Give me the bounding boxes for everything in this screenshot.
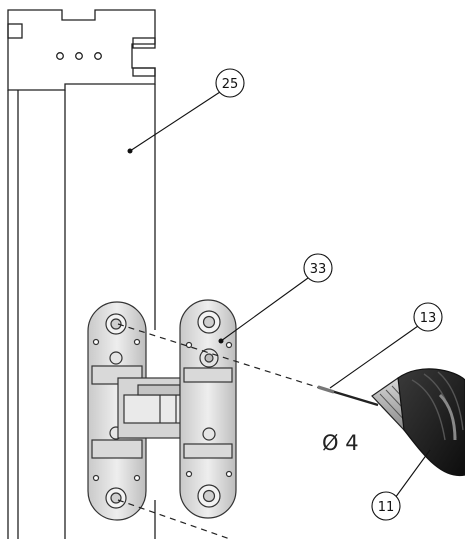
- drill: [317, 368, 465, 477]
- callout-25: [129, 68, 245, 152]
- door-frame: [7, 9, 156, 539]
- callout-33-marker: [218, 338, 224, 344]
- hinge-frame-side: [87, 301, 147, 521]
- callout-13-label: 13: [420, 311, 437, 326]
- projection-lines: [117, 323, 321, 539]
- hinge-door-side: [179, 299, 237, 519]
- drill-diameter-label: Ø 4: [322, 431, 359, 455]
- callout-11: [371, 449, 431, 521]
- callout-13: [329, 302, 443, 389]
- callout-33-label: 33: [310, 262, 327, 277]
- callout-11-label: 11: [378, 500, 395, 515]
- callout-33: [220, 253, 333, 342]
- callout-25-label: 25: [222, 77, 239, 92]
